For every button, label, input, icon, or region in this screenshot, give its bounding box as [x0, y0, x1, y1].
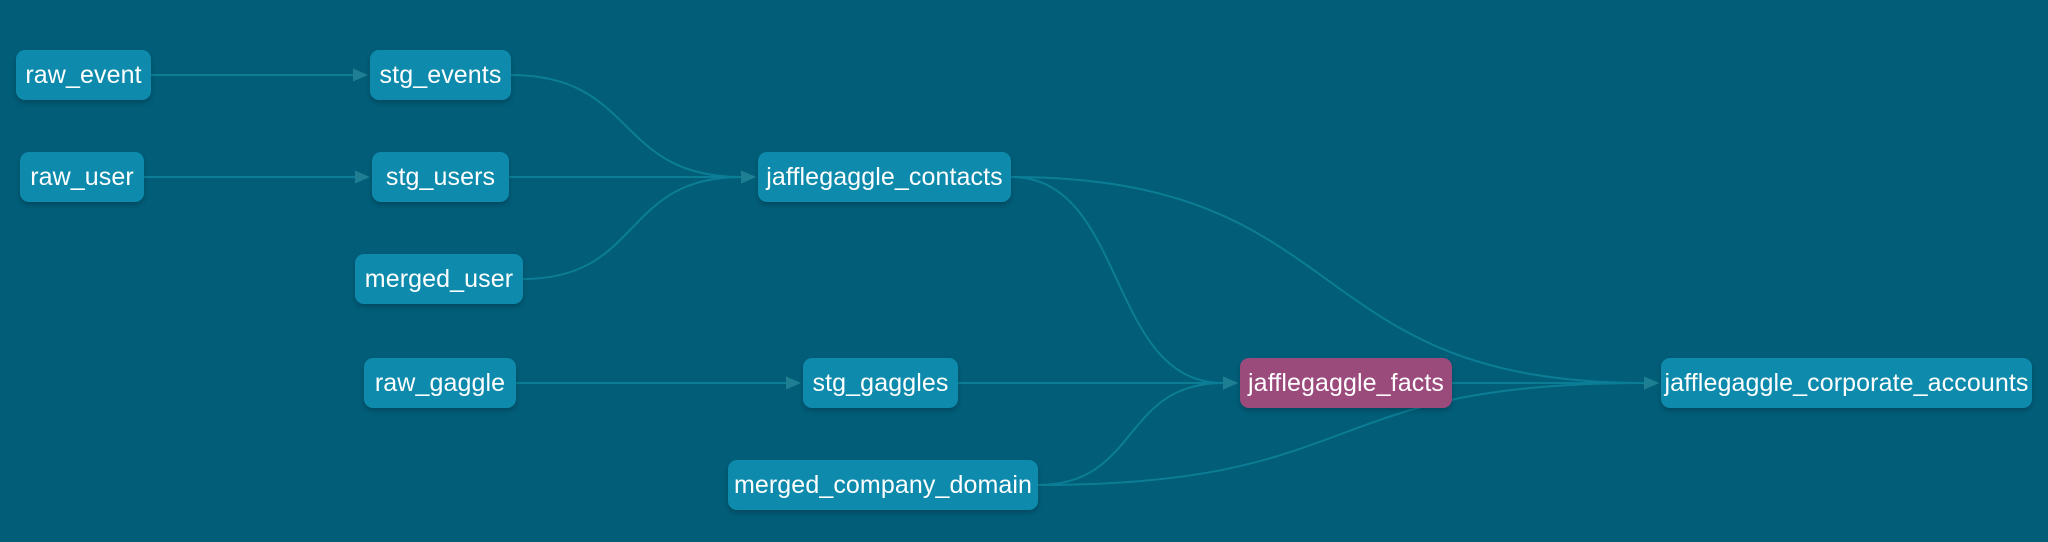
- graph-node-label: stg_gaggles: [812, 368, 949, 397]
- graph-node-merged_user[interactable]: merged_user: [355, 254, 523, 304]
- graph-node-label: raw_gaggle: [374, 368, 506, 397]
- graph-node-raw_user[interactable]: raw_user: [20, 152, 144, 202]
- graph-node-label: stg_users: [385, 162, 496, 191]
- graph-node-jafflegaggle_facts[interactable]: jafflegaggle_facts: [1240, 358, 1452, 408]
- graph-edge-stg_events-to-jafflegaggle_contacts: [510, 74, 742, 178]
- graph-edge-arrowhead: [741, 170, 756, 184]
- graph-node-raw_event[interactable]: raw_event: [16, 50, 151, 100]
- graph-edge-arrowhead: [1644, 376, 1659, 390]
- graph-node-stg_events[interactable]: stg_events: [370, 50, 511, 100]
- graph-edge-arrowhead: [355, 170, 370, 184]
- graph-node-stg_users[interactable]: stg_users: [372, 152, 509, 202]
- graph-node-jafflegaggle_contacts[interactable]: jafflegaggle_contacts: [758, 152, 1011, 202]
- graph-node-label: merged_user: [364, 264, 514, 293]
- graph-node-label: jafflegaggle_contacts: [766, 162, 1003, 191]
- graph-edge-arrowhead: [1644, 376, 1659, 390]
- graph-node-raw_gaggle[interactable]: raw_gaggle: [364, 358, 516, 408]
- graph-edge-arrowhead: [1223, 376, 1238, 390]
- graph-node-label: stg_events: [379, 60, 502, 89]
- graph-edge-merged_company_domain-to-jafflegaggle_facts: [1037, 382, 1224, 486]
- graph-node-label: jafflegaggle_facts: [1248, 368, 1444, 397]
- graph-node-jafflegaggle_corporate_accounts[interactable]: jafflegaggle_corporate_accounts: [1661, 358, 2032, 408]
- graph-edge-jafflegaggle_contacts-to-jafflegaggle_facts: [1010, 176, 1224, 384]
- graph-node-label: raw_user: [30, 162, 134, 191]
- graph-edge-arrowhead: [1223, 376, 1238, 390]
- graph-node-label: raw_event: [25, 60, 142, 89]
- graph-node-label: jafflegaggle_corporate_accounts: [1664, 368, 2029, 397]
- graph-edge-arrowhead: [1223, 376, 1238, 390]
- graph-edge-arrowhead: [353, 68, 368, 82]
- graph-edge-merged_user-to-jafflegaggle_contacts: [522, 176, 742, 280]
- graph-node-stg_gaggles[interactable]: stg_gaggles: [803, 358, 958, 408]
- graph-edge-arrowhead: [786, 376, 801, 390]
- graph-edge-jafflegaggle_contacts-to-jafflegaggle_corporate_accounts: [1010, 176, 1645, 384]
- graph-edge-arrowhead: [741, 170, 756, 184]
- graph-edge-arrowhead: [741, 170, 756, 184]
- graph-node-merged_company_domain[interactable]: merged_company_domain: [728, 460, 1038, 510]
- graph-node-label: merged_company_domain: [733, 470, 1033, 499]
- graph-edge-arrowhead: [1644, 376, 1659, 390]
